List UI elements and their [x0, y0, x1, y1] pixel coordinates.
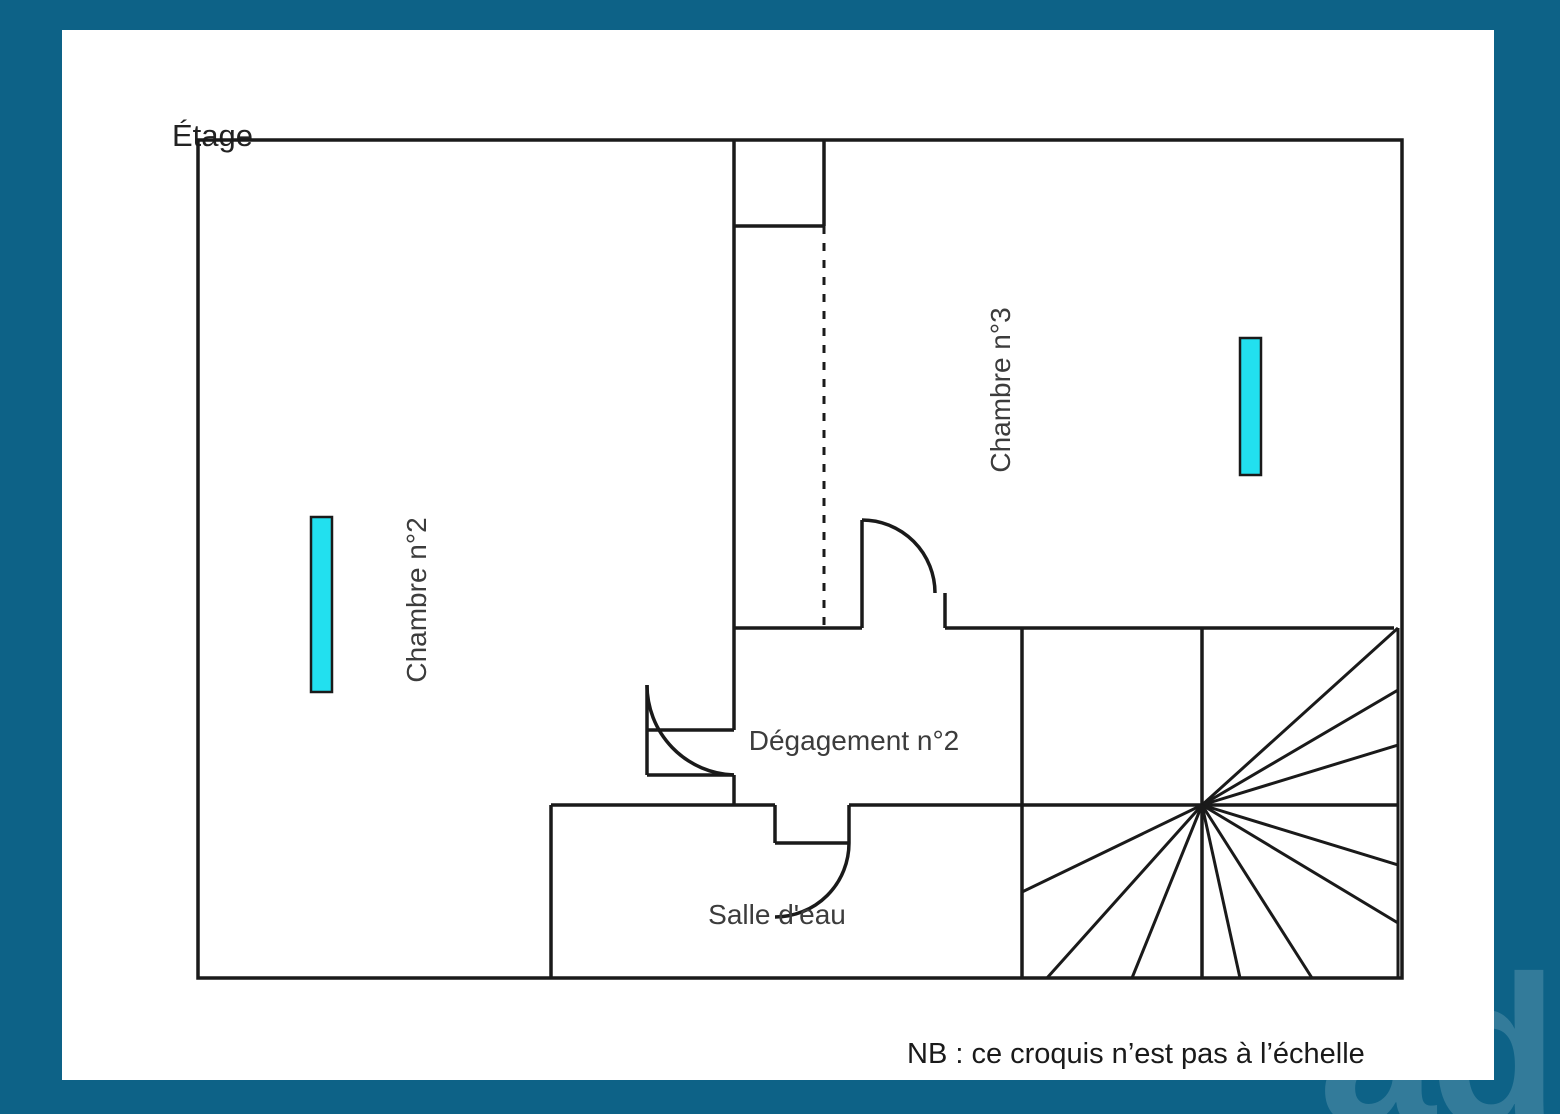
door-swings — [645, 518, 937, 919]
windows — [309, 336, 1263, 694]
window-chambre-3 — [1238, 336, 1263, 477]
room-label-degagement-2: Dégagement n°2 — [749, 725, 959, 756]
window-chambre-2 — [309, 515, 334, 694]
floor-title: Étage — [172, 118, 254, 153]
outer-walls — [196, 138, 1404, 980]
room-label-chambre-2: Chambre n°2 — [401, 517, 432, 682]
scale-disclaimer: NB : ce croquis n’est pas à l’échelle — [907, 1038, 1365, 1070]
plan-sheet: Étage — [62, 30, 1494, 1080]
staircase — [1021, 626, 1400, 980]
interior-walls — [549, 140, 1398, 978]
room-label-chambre-3: Chambre n°3 — [985, 307, 1016, 472]
floor-plan-drawing: Chambre n°2 Chambre n°3 Dégagement n°2 S… — [196, 138, 1404, 980]
room-label-salle-d-eau: Salle d'eau — [708, 899, 846, 930]
